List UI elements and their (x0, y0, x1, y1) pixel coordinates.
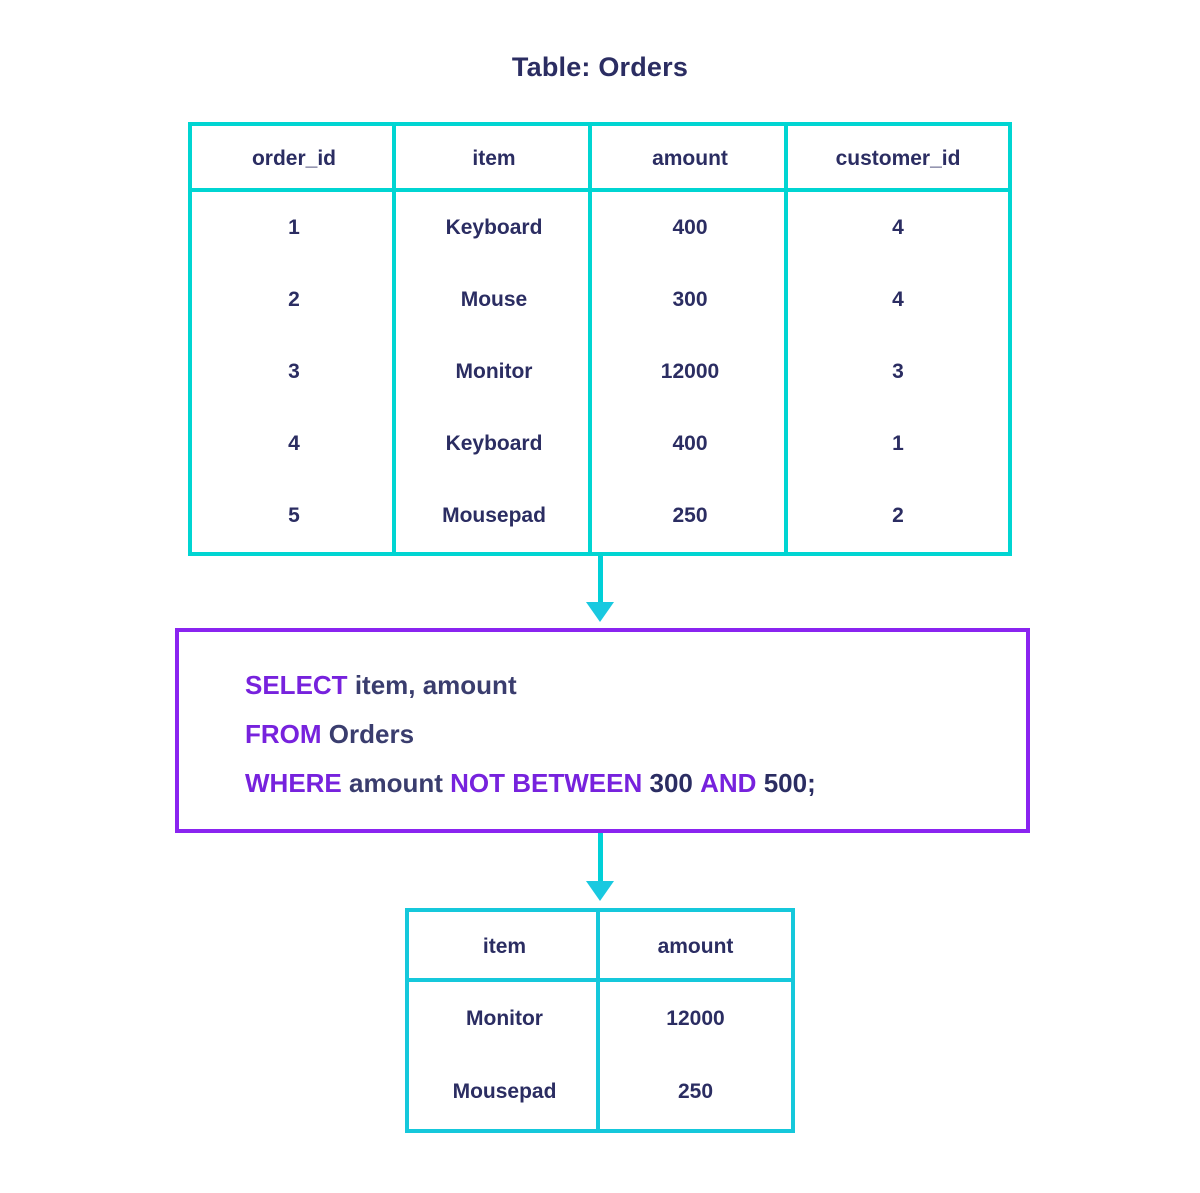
column-divider-1 (392, 126, 396, 552)
column-divider-2 (588, 126, 592, 552)
result-column-header-item: item (482, 935, 527, 958)
table-cell: Keyboard (445, 216, 543, 239)
sql-from-table: Orders (328, 719, 415, 749)
source-table-gridlines (192, 126, 1008, 552)
table-cell: 400 (672, 216, 708, 239)
source-table: order_id item amount customer_id 1 Keybo… (188, 122, 1012, 556)
sql-keyword-and: AND (700, 768, 757, 798)
page-title: Table: Orders (511, 52, 689, 82)
table-cell: Monitor (455, 360, 533, 383)
sql-where-column: amount (349, 768, 443, 798)
table-cell: 4 (288, 432, 300, 455)
result-table-cells: item amount Monitor 12000 Mousepad 250 (409, 912, 791, 1129)
result-column-header-amount: amount (657, 935, 734, 958)
result-column-divider (596, 912, 600, 1129)
result-table-cell: 250 (677, 1080, 714, 1104)
sql-keyword-select: SELECT (245, 670, 348, 700)
column-header-order-id: order_id (251, 147, 337, 170)
arrow-down-icon-shaft-2 (598, 833, 603, 885)
arrow-down-icon-1 (586, 602, 614, 622)
table-cell: 250 (672, 504, 708, 527)
query-line-where: WHERE amount NOT BETWEEN 300 AND 500; (245, 759, 1012, 808)
table-cell: 3 (892, 360, 904, 383)
header-divider (192, 188, 1008, 192)
sql-keyword-where: WHERE (245, 768, 342, 798)
sql-range-low: 300 (649, 768, 693, 798)
sql-keyword-from: FROM (245, 719, 322, 749)
table-cell: 1 (892, 432, 904, 455)
column-header-amount: amount (652, 147, 728, 170)
table-cell: 5 (288, 504, 300, 527)
table-cell: 12000 (660, 360, 720, 383)
column-header-item: item (472, 147, 516, 170)
table-cell: Keyboard (445, 432, 543, 455)
query-line-select: SELECT item, amount (245, 661, 1012, 710)
sql-query-text: SELECT item, amount FROM Orders WHERE am… (245, 661, 1012, 808)
table-cell: 4 (892, 216, 904, 239)
table-cell: 4 (892, 288, 904, 311)
table-cell: Mousepad (442, 504, 546, 527)
sql-range-high: 500; (763, 768, 816, 798)
sql-query-box: SELECT item, amount FROM Orders WHERE am… (175, 628, 1030, 833)
column-header-customer-id: customer_id (835, 147, 961, 170)
arrow-down-icon-2 (586, 881, 614, 901)
column-divider-3 (784, 126, 788, 552)
result-table-cell: Mousepad (452, 1080, 557, 1104)
result-table: item amount Monitor 12000 Mousepad 250 (405, 908, 795, 1133)
source-table-cells: order_id item amount customer_id 1 Keybo… (192, 126, 1008, 552)
sql-select-columns: item, amount (354, 670, 517, 700)
sql-keyword-not-between: NOT BETWEEN (450, 768, 643, 798)
table-cell: 3 (288, 360, 300, 383)
result-table-cell: Monitor (466, 1006, 543, 1030)
table-cell: 400 (672, 432, 708, 455)
result-table-cell: 12000 (666, 1006, 725, 1030)
table-cell: 2 (288, 288, 300, 311)
table-cell: 300 (672, 288, 708, 311)
table-cell: 1 (288, 216, 300, 239)
query-line-from: FROM Orders (245, 710, 1012, 759)
table-cell: 2 (892, 504, 904, 527)
result-header-divider (409, 978, 791, 982)
table-cell: Mouse (460, 288, 528, 311)
arrow-down-icon-shaft-1 (598, 556, 603, 606)
